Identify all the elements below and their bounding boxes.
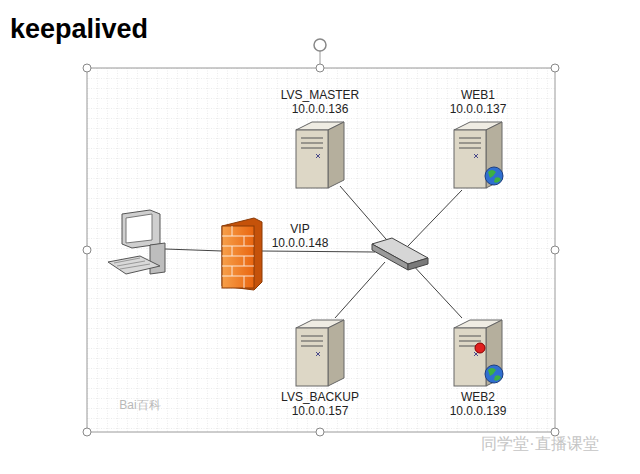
server-icon [292,118,348,190]
server-name: WEB2 [450,390,507,404]
server-node: WEB210.0.0.139 [450,314,507,418]
server-node: WEB110.0.0.137 [450,88,507,192]
server-name: LVS_MASTER [281,88,359,102]
ip-address: 10.0.0.136 [281,102,359,116]
resize-handles [83,64,559,436]
ip-address: 10.0.0.157 [281,404,359,418]
ip-address: 10.0.0.137 [450,102,507,116]
title: keepalived [10,14,148,45]
vip-label: VIP [290,222,309,236]
server-name: WEB1 [450,88,507,102]
server-node: LVS_BACKUP10.0.0.157 [281,314,359,418]
vip-address: 10.0.0.148 [272,236,329,250]
watermark: Bai百科 [119,398,160,412]
switch [372,238,428,270]
rotate-handle [314,39,326,51]
server-icon [450,118,506,190]
server-icon [450,316,506,388]
firewall [222,218,262,290]
selection-frame [87,68,555,432]
server-name: LVS_BACKUP [281,390,359,404]
ip-address: 10.0.0.139 [450,404,507,418]
server-node: LVS_MASTER10.0.0.136 [281,88,359,192]
server-icon [292,316,348,388]
network-lines [165,186,462,318]
client-pc [108,210,165,274]
watermark: 同学堂·直播课堂 [481,437,598,451]
